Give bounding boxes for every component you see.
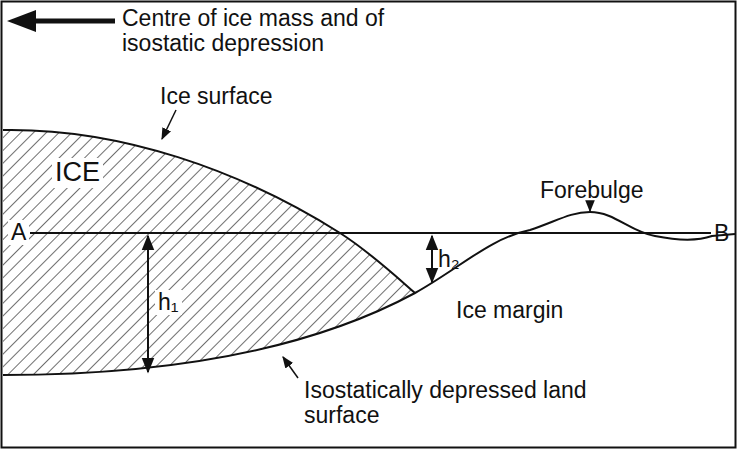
direction-arrowhead: [7, 10, 36, 32]
leader-line: [283, 357, 298, 378]
ice-mass: [3, 130, 415, 375]
point-label: B: [714, 221, 729, 246]
land-surface-line: [3, 212, 735, 375]
h2-dimension: [431, 236, 433, 282]
dimension-label: h₁: [155, 290, 182, 315]
h1-dimension: [147, 236, 149, 372]
leader-line: [589, 202, 591, 211]
leader-line: [162, 110, 176, 139]
region-label: ICE: [52, 158, 103, 188]
point-label: A: [8, 220, 29, 245]
dimension-label: h₂: [438, 247, 460, 272]
direction-arrow: [32, 19, 115, 24]
feature-label: Forebulge: [540, 178, 644, 203]
direction-note: Centre of ice mass and of isostatic depr…: [122, 6, 467, 57]
surface-label: Ice surface: [160, 84, 273, 109]
feature-label: Ice margin: [456, 298, 563, 323]
ice-surface-line: [3, 130, 415, 293]
reference-level: [30, 232, 711, 234]
surface-label: Isostatically depressed land surface: [304, 378, 594, 429]
